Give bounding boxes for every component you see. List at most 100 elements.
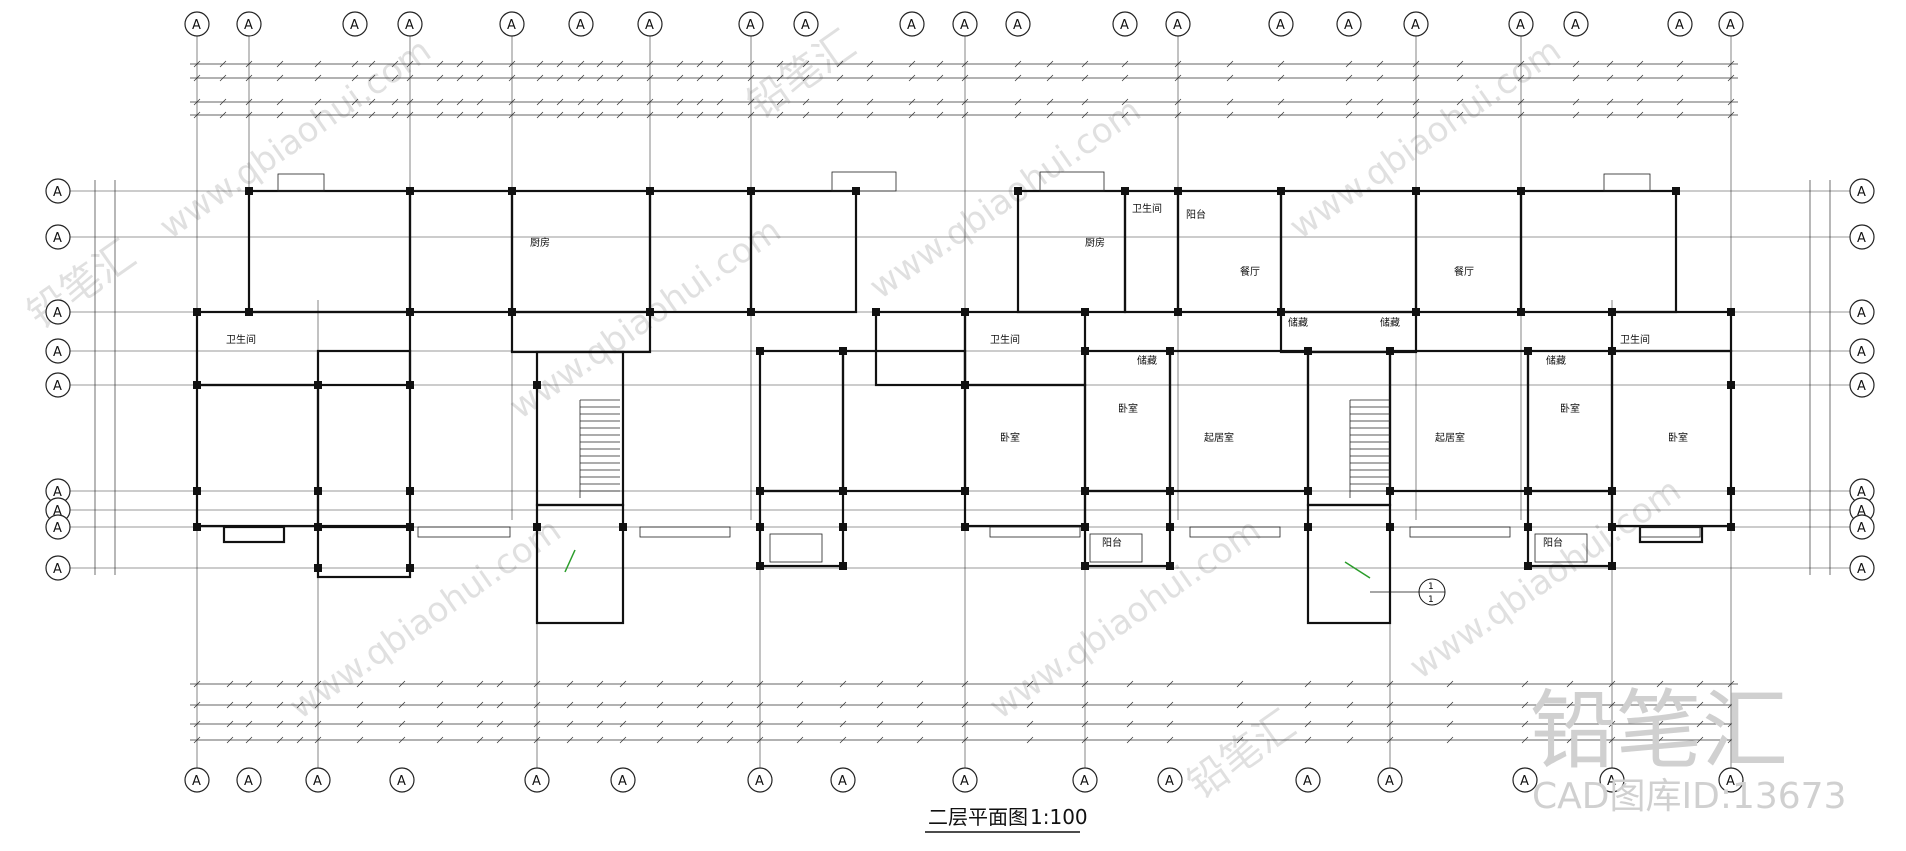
column	[756, 347, 764, 355]
room-label-bedroom: 卧室	[1118, 402, 1138, 415]
dimension-tick	[1521, 680, 1529, 688]
stair-treads	[579, 399, 1390, 498]
dimension-tick	[1566, 701, 1574, 709]
dimension-tick	[776, 74, 784, 82]
column	[646, 187, 654, 195]
axis-bubble: A	[1667, 11, 1693, 37]
dimension-tick	[839, 701, 847, 709]
dimension-tick	[726, 736, 734, 744]
dimension-tick	[716, 111, 724, 119]
dimension-tick	[508, 111, 516, 119]
axis-bubble: A	[793, 11, 819, 37]
dimension-tick	[1166, 736, 1174, 744]
axis-bubble: A	[45, 514, 71, 540]
column	[756, 562, 764, 570]
dimension-tick	[1304, 736, 1312, 744]
dimension-tick	[1226, 74, 1234, 82]
dimension-tick	[696, 701, 704, 709]
dimension-tick	[276, 701, 284, 709]
watermark-site: www.qbiaohui.com	[862, 90, 1148, 307]
dimension-tick	[1304, 680, 1312, 688]
dimension-tick	[1412, 74, 1420, 82]
svg-text:A: A	[1344, 18, 1353, 33]
dimension-tick	[1081, 60, 1089, 68]
dimension-tick	[916, 736, 924, 744]
dimension-tick	[356, 701, 364, 709]
column	[747, 308, 755, 316]
bottom-dimension-lines	[190, 680, 1738, 744]
dimension-tick	[756, 680, 764, 688]
dimension-tick	[916, 680, 924, 688]
column	[1517, 308, 1525, 316]
svg-text:A: A	[755, 774, 764, 789]
column	[1081, 523, 1089, 531]
dimension-tick	[1386, 720, 1394, 728]
svg-text:A: A	[313, 774, 322, 789]
dimension-tick	[596, 736, 604, 744]
room-label-living: 起居室	[1204, 431, 1234, 444]
dimension-tick	[314, 74, 322, 82]
dimension-tick	[368, 111, 376, 119]
column	[1081, 308, 1089, 316]
dimension-tick	[1081, 680, 1089, 688]
dimension-tick	[536, 74, 544, 82]
svg-text:A: A	[244, 18, 253, 33]
svg-text:A: A	[907, 18, 916, 33]
column	[1727, 523, 1735, 531]
column	[1608, 308, 1616, 316]
dimension-tick	[1081, 736, 1089, 744]
svg-text:A: A	[576, 18, 585, 33]
dimension-tick	[1126, 680, 1134, 688]
column	[1304, 347, 1312, 355]
room-label-storage: 储藏	[1288, 316, 1308, 329]
svg-text:A: A	[53, 345, 62, 360]
svg-text:A: A	[838, 774, 847, 789]
dimension-tick	[1236, 701, 1244, 709]
dimension-tick	[619, 720, 627, 728]
axis-bubble: A	[1157, 767, 1183, 793]
bottom-axis-bubbles: A A A A A A A A A A A A A A A A	[184, 767, 1744, 793]
dimension-tick	[1606, 60, 1614, 68]
dimension-tick	[916, 720, 924, 728]
dimension-tick	[1174, 60, 1182, 68]
column	[406, 187, 414, 195]
svg-text:A: A	[53, 485, 62, 500]
dimension-tick	[1456, 60, 1464, 68]
dimension-tick	[1676, 111, 1684, 119]
dimension-tick	[1226, 60, 1234, 68]
dimension-tick	[1345, 60, 1353, 68]
dimension-tick	[245, 111, 253, 119]
dimension-tick	[1376, 98, 1384, 106]
dimension-tick	[1446, 720, 1454, 728]
dimension-tick	[756, 701, 764, 709]
dimension-tick	[616, 74, 624, 82]
dimension-tick	[1566, 720, 1574, 728]
dimension-tick	[193, 736, 201, 744]
structural-columns	[193, 187, 1735, 572]
dimension-tick	[1346, 680, 1354, 688]
dimension-tick	[356, 736, 364, 744]
dimension-tick	[351, 98, 359, 106]
dimension-tick	[314, 720, 322, 728]
dimension-tick	[716, 60, 724, 68]
axis-bubble: A	[184, 11, 210, 37]
dimension-tick	[1606, 111, 1614, 119]
svg-text:A: A	[618, 774, 627, 789]
dimension-tick	[245, 680, 253, 688]
column	[533, 381, 541, 389]
axis-bubble: A	[637, 11, 663, 37]
axis-bubble: A	[1508, 11, 1534, 37]
column	[314, 564, 322, 572]
section-sheet: 1	[1428, 595, 1434, 605]
dimension-tick	[476, 736, 484, 744]
dimension-tick	[391, 74, 399, 82]
dimension-tick	[1014, 111, 1022, 119]
dimension-tick	[1026, 680, 1034, 688]
column	[839, 562, 847, 570]
dimension-tick	[646, 98, 654, 106]
dimension-tick	[596, 701, 604, 709]
svg-text:A: A	[1276, 18, 1285, 33]
column	[1277, 308, 1285, 316]
dimension-tick	[656, 680, 664, 688]
dimension-tick	[1727, 111, 1735, 119]
